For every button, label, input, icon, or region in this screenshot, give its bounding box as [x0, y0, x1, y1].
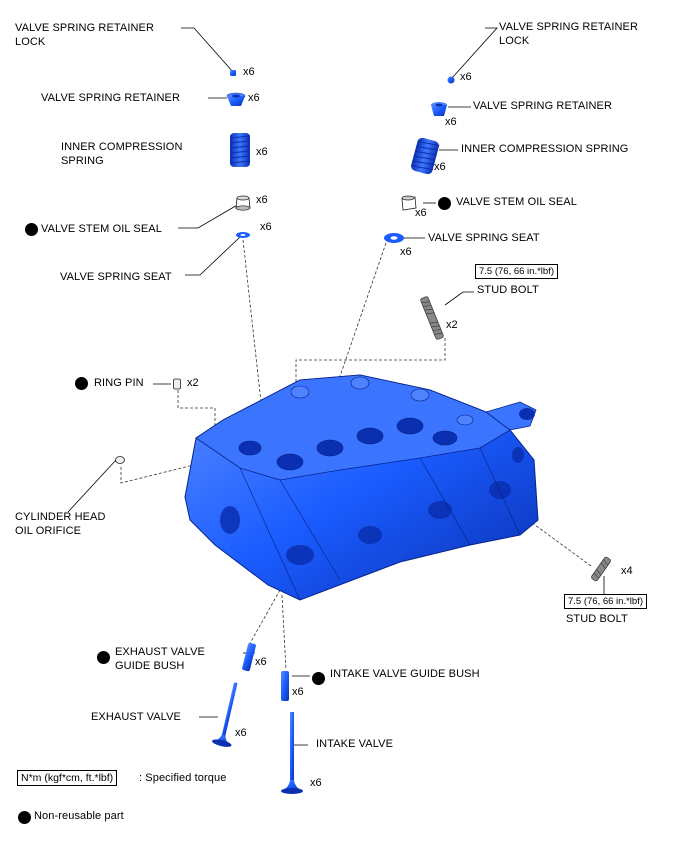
non-reusable-marker	[75, 377, 88, 390]
retainer-left	[226, 92, 246, 106]
inner-spring-right	[410, 137, 440, 175]
oil-orifice-label-1: CYLINDER HEAD	[15, 511, 106, 523]
retainer-lock-left-label-1: VALVE SPRING RETAINER	[15, 22, 155, 34]
exhaust-guide-bush	[242, 642, 256, 672]
spring-seat-left-qty: x6	[260, 221, 272, 233]
spring-seat-right	[384, 233, 404, 243]
inner-spring-left	[229, 133, 251, 167]
retainer-lock-right-label-1: VALVE SPRING RETAINER	[499, 21, 639, 33]
inner-spring-right-label: INNER COMPRESSION SPRING	[461, 143, 629, 155]
stud-bolt-bottom-label: STUD BOLT	[566, 613, 628, 625]
ring-pin-qty: x2	[187, 377, 199, 389]
retainer-right-label: VALVE SPRING RETAINER	[473, 100, 613, 112]
oil-seal-left-label: VALVE STEM OIL SEAL	[41, 223, 162, 235]
stud-bolt-top-qty: x2	[446, 319, 458, 331]
intake-valve-label: INTAKE VALVE	[316, 738, 394, 750]
stud-bolt-bottom	[591, 556, 611, 582]
oil-seal-right-qty: x6	[415, 207, 427, 219]
retainer-left-qty: x6	[248, 92, 260, 104]
retainer-lock-left-qty: x6	[243, 66, 255, 78]
torque-spec-top: 7.5 (76, 66 in.*lbf)	[475, 264, 558, 279]
exhaust-valve	[212, 682, 238, 747]
legend-torque-box: N*m (kgf*cm, ft.*lbf)	[17, 770, 118, 786]
exhaust-bush-label-1: EXHAUST VALVE	[115, 646, 205, 658]
legend-torque-desc: : Specified torque	[139, 772, 227, 784]
inner-spring-right-qty: x6	[434, 161, 446, 173]
exhaust-valve-qty: x6	[235, 727, 247, 739]
spring-seat-left	[236, 232, 250, 238]
spring-seat-right-qty: x6	[400, 246, 412, 258]
inner-spring-left-label-1: INNER COMPRESSION	[61, 141, 183, 153]
non-reusable-marker	[25, 223, 38, 236]
non-reusable-marker	[97, 651, 110, 664]
exhaust-bush-label-2: GUIDE BUSH	[115, 660, 185, 672]
oil-seal-left	[235, 195, 251, 211]
oil-orifice	[115, 456, 125, 464]
intake-guide-bush	[281, 671, 289, 701]
stud-bolt-top-label: STUD BOLT	[477, 284, 539, 296]
retainer-right-qty: x6	[445, 116, 457, 128]
retainer-right	[431, 102, 447, 116]
exhaust-valve-label: EXHAUST VALVE	[91, 711, 181, 723]
non-reusable-marker	[438, 197, 451, 210]
oil-orifice-label-2: OIL ORIFICE	[15, 525, 82, 537]
spring-seat-left-label: VALVE SPRING SEAT	[60, 271, 172, 283]
torque-spec-bottom: 7.5 (76, 66 in.*lbf)	[564, 594, 647, 609]
intake-valve	[281, 712, 303, 794]
legend-non-reusable-label: Non-reusable part	[34, 810, 124, 822]
oil-seal-right	[401, 195, 417, 211]
ring-pin	[173, 378, 181, 390]
retainer-left-label: VALVE SPRING RETAINER	[41, 92, 181, 104]
inner-spring-left-qty: x6	[256, 146, 268, 158]
ring-pin-label: RING PIN	[94, 377, 144, 389]
exhaust-bush-qty: x6	[255, 656, 267, 668]
retainer-lock-right-qty: x6	[460, 71, 472, 83]
non-reusable-marker	[312, 672, 325, 685]
intake-bush-qty: x6	[292, 686, 304, 698]
intake-bush-label: INTAKE VALVE GUIDE BUSH	[330, 668, 480, 680]
legend-non-reusable-dot	[18, 811, 31, 824]
retainer-lock-left-label-2: LOCK	[15, 36, 46, 48]
inner-spring-left-label-2: SPRING	[61, 155, 104, 167]
spring-seat-right-label: VALVE SPRING SEAT	[428, 232, 540, 244]
stud-bolt-bottom-qty: x4	[621, 565, 633, 577]
cylinder-head	[184, 374, 539, 601]
retainer-lock-right-label-2: LOCK	[499, 35, 530, 47]
retainer-lock-left	[230, 70, 236, 76]
retainer-lock-right	[447, 76, 455, 84]
stud-bolt-top	[420, 296, 444, 340]
oil-seal-right-label: VALVE STEM OIL SEAL	[456, 196, 577, 208]
oil-seal-left-qty: x6	[256, 194, 268, 206]
intake-valve-qty: x6	[310, 777, 322, 789]
